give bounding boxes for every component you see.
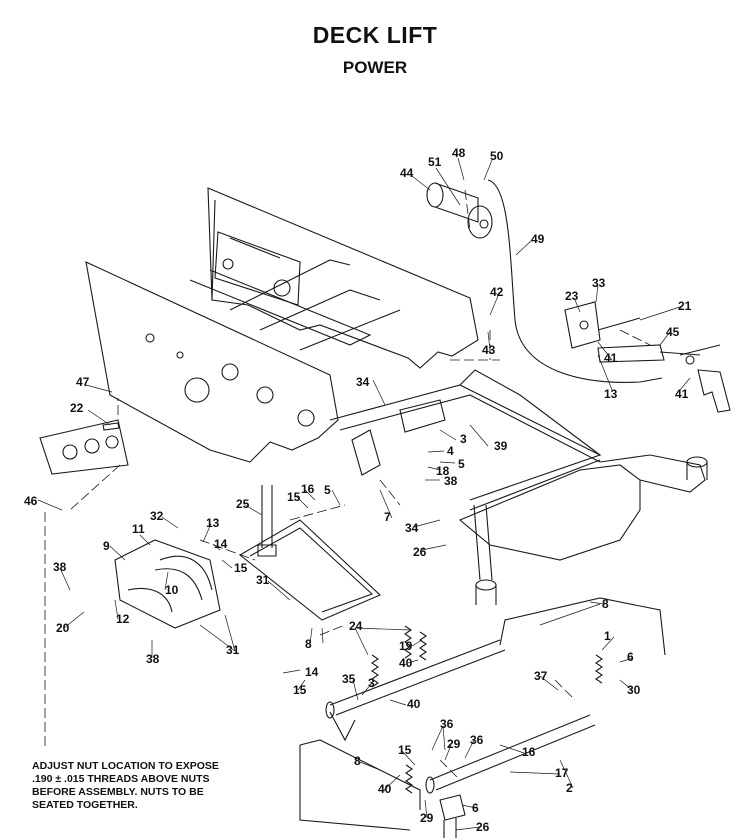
part-callout: 44 — [400, 166, 414, 180]
part-callout: 50 — [490, 149, 504, 163]
part-callout: 40 — [399, 656, 413, 670]
part-callout: 42 — [490, 285, 504, 299]
part-callout: 15 — [234, 561, 248, 575]
part-callout: 40 — [378, 782, 392, 796]
part-callout: 26 — [413, 545, 427, 559]
part-callout: 31 — [256, 573, 270, 587]
part-callout: 46 — [24, 494, 38, 508]
part-callout: 30 — [627, 683, 641, 697]
part-callout: 6 — [472, 801, 479, 815]
part-callout: 6 — [627, 650, 634, 664]
part-callout: 35 — [342, 672, 356, 686]
part-callout: 39 — [494, 439, 508, 453]
part-callout: 8 — [354, 754, 361, 768]
part-callout: 38 — [53, 560, 67, 574]
actuator-cable — [487, 179, 663, 383]
deck-front-plate — [458, 464, 641, 561]
part-callout: 16 — [522, 745, 536, 759]
frame-back-plate — [207, 187, 479, 369]
part-callout: 15 — [293, 683, 307, 697]
part-callout: 1 — [604, 629, 611, 643]
part-callout: 7 — [384, 510, 391, 524]
part-callout: 38 — [146, 652, 160, 666]
part-callout: 26 — [476, 820, 490, 834]
part-callout: 34 — [405, 521, 419, 535]
part-callout: 5 — [458, 457, 465, 471]
part-callout: 2 — [566, 781, 573, 795]
part-callout: 18 — [436, 464, 450, 478]
part-callout: 47 — [76, 375, 90, 389]
spring-rear — [405, 654, 603, 794]
part-callout: 34 — [356, 375, 370, 389]
note-line: .190 ± .015 THREADS ABOVE NUTS — [32, 773, 210, 785]
mount-bracket — [564, 301, 601, 349]
note-line: ADJUST NUT LOCATION TO EXPOSE — [32, 760, 219, 772]
rockshaft-front — [329, 639, 501, 706]
lift-link — [239, 519, 381, 621]
part-callout: 3 — [460, 432, 467, 446]
diagram-subtitle: POWER — [342, 58, 408, 77]
part-callout: 36 — [470, 733, 484, 747]
part-callout: 40 — [407, 697, 421, 711]
part-callout: 29 — [420, 811, 434, 825]
part-callout: 14 — [305, 665, 319, 679]
part-callout: 5 — [324, 483, 331, 497]
frame-upper-bracket — [214, 231, 301, 306]
part-callout: 41 — [675, 387, 689, 401]
part-callout: 25 — [236, 497, 250, 511]
part-callout: 51 — [428, 155, 442, 169]
part-callout: 41 — [604, 351, 618, 365]
spring-upper — [404, 625, 427, 661]
part-callout: 15 — [287, 490, 301, 504]
spring-lower — [371, 654, 379, 688]
part-callout: 22 — [70, 401, 84, 415]
part-callout: 3 — [368, 676, 375, 690]
diagram-title: DECK LIFT — [312, 22, 438, 48]
part-callout: 32 — [150, 509, 164, 523]
part-callout: 13 — [604, 387, 618, 401]
part-callout: 8 — [305, 637, 312, 651]
gauge-panel — [39, 419, 129, 475]
frame-right-rail — [329, 384, 602, 501]
note-line: SEATED TOGETHER. — [32, 799, 138, 811]
part-callout: 37 — [534, 669, 548, 683]
part-callout: 13 — [206, 516, 220, 530]
part-callout: 43 — [482, 343, 496, 357]
rockshaft-rear — [429, 714, 591, 781]
part-callout: 29 — [447, 737, 461, 751]
part-callout: 8 — [602, 597, 609, 611]
part-callout: 17 — [555, 766, 569, 780]
hydraulic-cylinder — [597, 344, 701, 365]
part-callout: 12 — [116, 612, 130, 626]
part-callout: 21 — [678, 299, 692, 313]
pedal-bracket — [114, 539, 221, 629]
part-callout: 20 — [56, 621, 70, 635]
frame-side-plate — [85, 261, 339, 463]
part-callout: 4 — [447, 444, 454, 458]
part-callout: 36 — [440, 717, 454, 731]
part-callout: 11 — [132, 522, 145, 536]
part-callout: 15 — [398, 743, 412, 757]
part-callout: 38 — [444, 474, 458, 488]
actuator-motor — [426, 182, 493, 239]
part-callout: 45 — [666, 325, 680, 339]
part-callout: 10 — [165, 583, 179, 597]
part-callout: 23 — [565, 289, 579, 303]
part-callout: 9 — [103, 539, 110, 553]
part-callout: 24 — [349, 619, 363, 633]
assembly-note: ADJUST NUT LOCATION TO EXPOSE .190 ± .01… — [32, 760, 262, 812]
note-line: BEFORE ASSEMBLY. NUTS TO BE — [32, 786, 204, 798]
part-callout: 31 — [226, 643, 240, 657]
part-callout: 33 — [592, 276, 606, 290]
part-callout: 16 — [301, 482, 315, 496]
part-callout: 14 — [214, 537, 228, 551]
part-callout: 19 — [399, 639, 413, 653]
part-callout: 48 — [452, 146, 466, 160]
part-callout: 49 — [531, 232, 545, 246]
